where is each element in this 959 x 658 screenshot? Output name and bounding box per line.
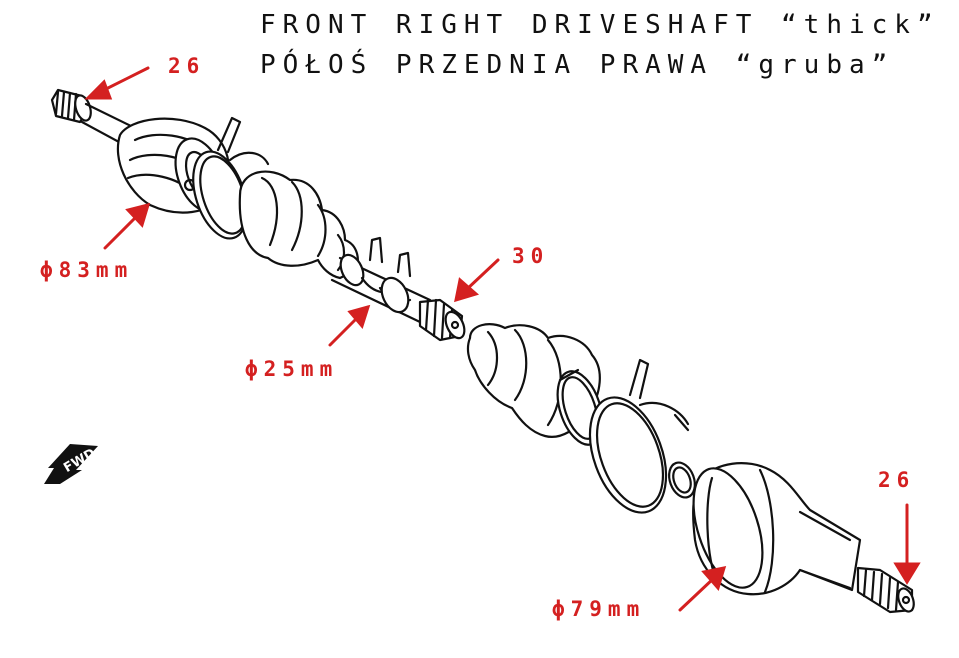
callout-left-cup-diameter: ϕ83mm [40, 258, 134, 282]
center-shaft [330, 236, 432, 324]
diagram-title-polish: PÓŁOŚ PRZEDNIA PRAWA “gruba” [260, 50, 895, 80]
arrow-to-right-spline [893, 503, 921, 585]
right-spline-stub [856, 566, 915, 614]
left-boot-clamp [192, 116, 270, 240]
arrow-to-shaft [328, 304, 371, 347]
arrow-to-right-cup [678, 566, 727, 612]
fwd-direction-badge: FWD [40, 440, 102, 494]
inner-spline [418, 298, 466, 342]
arrow-to-left-spline [84, 66, 150, 100]
callout-left-spline-count: 26 [168, 54, 206, 78]
callout-right-spline-count: 26 [878, 468, 916, 492]
callout-right-cup-diameter: ϕ79mm [552, 597, 646, 621]
right-boot-clamp [588, 358, 690, 514]
arrow-to-inner-spline [454, 258, 500, 303]
callout-inner-spline-count: 30 [512, 244, 550, 268]
circlip [668, 461, 696, 499]
left-spline-stub [50, 88, 137, 150]
arrow-to-left-cup [103, 202, 151, 250]
right-cv-housing [692, 462, 862, 596]
diagram-title-english: FRONT RIGHT DRIVESHAFT “thick” [260, 10, 940, 40]
callout-shaft-diameter: ϕ25mm [245, 357, 339, 381]
fwd-arrow-icon: FWD [44, 444, 98, 484]
